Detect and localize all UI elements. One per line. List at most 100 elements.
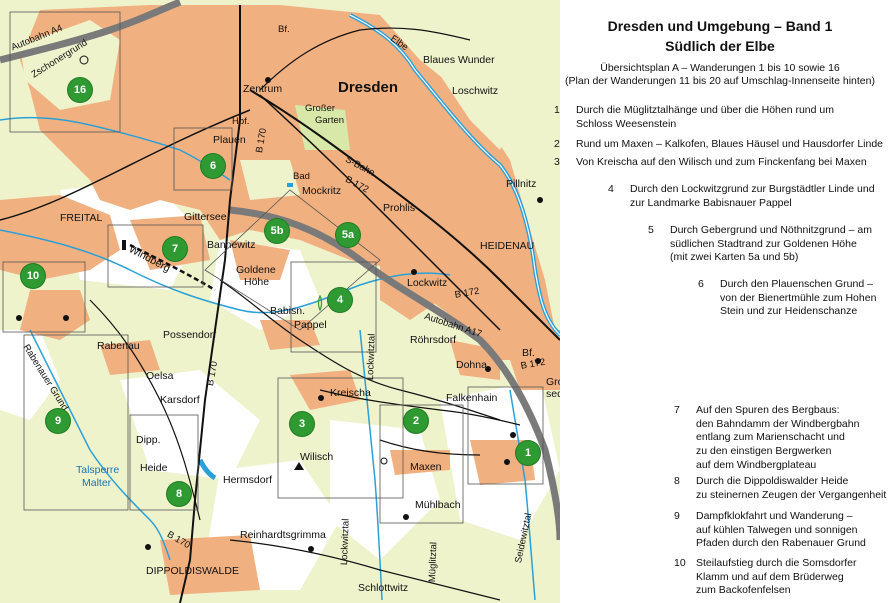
legend-panel: Dresden und Umgebung – Band 1 Südlich de… xyxy=(548,0,892,603)
legend-item-number: 7 xyxy=(674,404,680,416)
church-icon xyxy=(403,514,409,520)
legend-item-1[interactable]: 1 Durch die Müglitztalhänge und über die… xyxy=(554,104,834,131)
park-grosser-garten xyxy=(295,105,350,150)
legend-item-text: den Bahndamm der Windbergbahn xyxy=(696,417,860,430)
legend-item-text: Schloss Weesenstein xyxy=(576,117,677,130)
route-marker-1[interactable]: 1 xyxy=(516,441,540,465)
label-pillnitz: Pillnitz xyxy=(506,178,537,190)
legend-item-text: Durch die Dippoldiswalder Heide xyxy=(696,475,849,487)
legend-item-7[interactable]: 7 Auf den Spuren des Bergbaus:den Bahnda… xyxy=(674,404,859,472)
label-grosser: Großer xyxy=(305,103,336,114)
castle-icon xyxy=(537,197,543,203)
label-bad: Bad xyxy=(293,171,310,182)
urban-area-rabenau xyxy=(100,340,160,375)
forest-area xyxy=(430,50,520,150)
legend-item-6[interactable]: 6 Durch den Plauenschen Grund –von der B… xyxy=(698,278,876,319)
label-oelsa: Oelsa xyxy=(146,370,174,382)
church-icon xyxy=(145,544,151,550)
rail-windbergbahn xyxy=(129,243,216,292)
legend-item-4[interactable]: 4 Durch den Lockwitzgrund zur Burgstädtl… xyxy=(608,183,875,210)
route-frame-1 xyxy=(467,386,544,485)
label-babisn: Babisn. xyxy=(270,305,306,317)
label-falkenhain: Falkenhain xyxy=(446,392,498,404)
route-frame-7 xyxy=(107,224,204,288)
open-area xyxy=(0,330,60,420)
label-garten: Garten xyxy=(315,115,345,126)
legend-item-number: 8 xyxy=(674,475,680,487)
label-wilisch: Wilisch xyxy=(300,451,334,463)
legend-item-text: Rund um Maxen – Kalkofen, Blaues Häusel … xyxy=(576,138,884,150)
legend-item-text: Durch den Lockwitzgrund zur Burgstädtler… xyxy=(630,183,875,195)
castle-icon xyxy=(16,315,22,321)
church-icon xyxy=(308,546,314,552)
route-frame-3 xyxy=(277,377,404,499)
label-muhlbach: Mühlbach xyxy=(415,499,461,511)
route-frame-8 xyxy=(129,414,199,511)
label-dresden: Dresden xyxy=(338,79,399,96)
legend-item-text: Durch die Müglitztalhänge und über die H… xyxy=(576,104,834,116)
church-icon xyxy=(265,77,271,83)
overview-map: Dresden Zentrum Bf. Hbf. Plauen Großer G… xyxy=(0,0,560,603)
legend-item-text: Klamm und auf dem Brüderweg xyxy=(696,570,844,583)
label-heidenau: HEIDENAU xyxy=(480,240,535,252)
legend-item-text: auf kühlen Talwegen und sonnigen xyxy=(696,523,858,536)
label-zentrum: Zentrum xyxy=(243,83,283,95)
route-marker-4[interactable]: 4 xyxy=(328,288,352,312)
route-marker-5a[interactable]: 5a xyxy=(336,223,360,247)
legend-intro-line2: (Plan der Wanderungen 11 bis 20 auf Umsc… xyxy=(565,75,875,87)
label-reinhardtsgrimma: Reinhardtsgrimma xyxy=(240,529,326,541)
castle-icon xyxy=(504,459,510,465)
label-dohna: Dohna xyxy=(456,359,487,371)
route-marker-6[interactable]: 6 xyxy=(201,154,225,178)
legend-item-text: zu steinernen Zeugen der Vergangenheit xyxy=(696,488,887,501)
route-marker-9[interactable]: 9 xyxy=(46,409,70,433)
label-prohlis: Prohlis xyxy=(383,202,416,214)
label-muglitztal: Müglitztal xyxy=(427,541,440,583)
legend-item-number: 4 xyxy=(608,183,614,195)
road xyxy=(229,539,501,601)
label-lockwitztal: Lockwitztal xyxy=(365,333,378,381)
pool-icon xyxy=(287,183,293,187)
legend-item-text: Durch den Plauenschen Grund – xyxy=(720,278,873,290)
castle-icon xyxy=(318,395,324,401)
legend-item-text: (mit zwei Karten 5a und 5b) xyxy=(670,251,799,264)
legend-item-number: 2 xyxy=(554,138,560,150)
elbe-river-center xyxy=(349,14,560,336)
route-marker-8[interactable]: 8 xyxy=(167,482,191,506)
label-possendorf: Possendorf xyxy=(163,329,217,341)
urban-area-babisnau xyxy=(260,320,320,350)
route-marker-3[interactable]: 3 xyxy=(290,412,314,436)
route-marker-5b[interactable]: 5b xyxy=(265,219,289,243)
label-maxen: Maxen xyxy=(410,461,442,473)
label-talsperre: Talsperre xyxy=(76,464,120,476)
legend-item-3[interactable]: 3 Von Kreischa auf den Wilisch und zum F… xyxy=(554,156,867,170)
route-marker-10[interactable]: 10 xyxy=(21,264,45,288)
legend-subtitle: Südlich der Elbe xyxy=(665,38,775,54)
label-gross: Groß- xyxy=(546,376,560,388)
label-pappel: Pappel xyxy=(294,319,327,331)
route-marker-16[interactable]: 16 xyxy=(68,78,92,102)
route-frame-5 xyxy=(204,189,381,331)
stream xyxy=(0,229,451,314)
legend-item-2[interactable]: 2 Rund um Maxen – Kalkofen, Blaues Häuse… xyxy=(554,138,883,152)
route-frame-6 xyxy=(173,127,233,191)
legend-item-9[interactable]: 9 Dampfklokfahrt und Wanderung –auf kühl… xyxy=(674,510,866,551)
label-plauen: Plauen xyxy=(213,134,246,146)
legend-item-5[interactable]: 5 Durch Gebergrund und Nöthnitzgrund – a… xyxy=(648,224,872,265)
legend-item-text: von der Bienertmühle zum Hohen xyxy=(720,291,877,304)
route-frame-9 xyxy=(23,334,129,511)
talsperre-malter xyxy=(197,458,217,481)
castle-icon xyxy=(485,366,491,372)
label-rohrsdorf: Röhrsdorf xyxy=(410,334,457,346)
route-marker-7[interactable]: 7 xyxy=(163,237,187,261)
label-kreischa: Kreischa xyxy=(330,387,371,399)
legend-item-text: zu den einstigen Bergwerken xyxy=(696,444,832,457)
castle-icon xyxy=(411,269,417,275)
legend-item-number: 6 xyxy=(698,278,704,290)
route-marker-2[interactable]: 2 xyxy=(404,409,428,433)
label-heide: Heide xyxy=(140,462,168,474)
label-gittersee: Gittersee xyxy=(184,211,227,223)
label-sedlitz: sedlitz xyxy=(546,388,560,400)
